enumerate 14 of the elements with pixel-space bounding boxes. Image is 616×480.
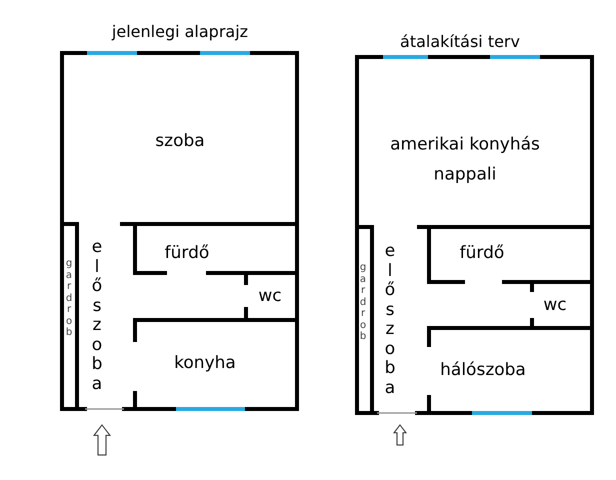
room-label: hálószoba [440,359,526,382]
room-label: wc [258,285,282,308]
room-label: fürdő [460,242,504,266]
vertical-room-label: gardrob [360,262,366,342]
vertical-room-label: előszoba [91,238,103,394]
room-label: szoba [155,130,205,154]
vertical-room-label: előszoba [384,242,396,398]
plan-title: jelenlegi alaprajz [112,21,248,43]
room-label: fürdő [164,242,210,266]
room-label: konyha [174,352,236,376]
plan-title: átalakítási terv [400,31,520,53]
room-label: wc [543,294,567,318]
room-label: amerikai konyhás nappali [390,133,540,186]
vertical-room-label: gardrob [66,258,72,338]
